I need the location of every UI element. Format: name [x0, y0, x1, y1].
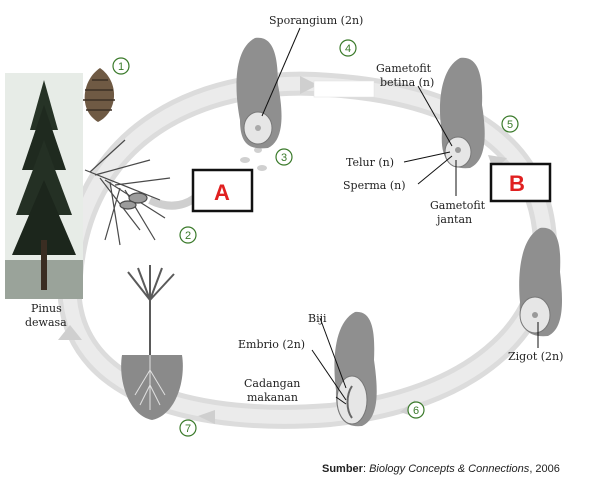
- pine-branch-icon: [84, 139, 171, 246]
- cycle-arrow-bottom-left: [198, 410, 215, 424]
- step-marker-1: 1: [112, 57, 130, 75]
- label-pinus-1: Pinus: [31, 302, 62, 315]
- step-marker-2: 2: [179, 226, 197, 244]
- label-gametofit-betina-1: Gametofit: [376, 62, 432, 75]
- source-title: Biology Concepts & Connections: [369, 463, 530, 475]
- label-zigot: Zigot (2n): [508, 350, 563, 363]
- source-credit: Sumber: Biology Concepts & Connections, …: [322, 463, 560, 475]
- svg-text:4: 4: [345, 43, 351, 55]
- step-marker-4: 4: [339, 39, 357, 57]
- seed-scale: [334, 311, 377, 427]
- svg-text:1: 1: [118, 61, 124, 73]
- label-pinus-2: dewasa: [25, 316, 67, 329]
- source-year: , 2006: [529, 463, 560, 475]
- cycle-arrow-left: [58, 325, 82, 340]
- blank-label-area: [313, 80, 375, 98]
- pine-cone-icon: [83, 68, 115, 122]
- source-prefix: Sumber: [322, 463, 363, 475]
- step-markers: 1 2 3 4 5 6 7: [112, 39, 519, 437]
- label-gametofit-jantan-2: jantan: [435, 213, 472, 226]
- cycle-arrow-top: [300, 76, 318, 94]
- step-marker-6: 6: [407, 401, 425, 419]
- step-marker-5: 5: [501, 115, 519, 133]
- step-marker-3: 3: [275, 148, 293, 166]
- svg-text:5: 5: [507, 119, 513, 131]
- svg-text:7: 7: [185, 423, 191, 435]
- label-sperma: Sperma (n): [343, 179, 406, 192]
- svg-text:2: 2: [185, 230, 191, 242]
- ovulate-scale-gametophyte: [439, 57, 485, 169]
- label-cadangan-1: Cadangan: [244, 377, 300, 390]
- label-telur: Telur (n): [346, 156, 394, 169]
- label-gametofit-jantan-1: Gametofit: [430, 199, 486, 212]
- leader-lines: [261, 27, 539, 405]
- ovulate-scale-top: [236, 37, 282, 149]
- answer-box-a: A: [191, 168, 254, 213]
- label-sporangium: Sporangium (2n): [269, 14, 363, 27]
- answer-box-b: B: [489, 162, 552, 203]
- label-biji: Biji: [308, 312, 327, 325]
- svg-text:B: B: [509, 171, 525, 196]
- step-marker-7: 7: [179, 419, 197, 437]
- svg-text:A: A: [214, 180, 230, 205]
- svg-text:6: 6: [413, 405, 419, 417]
- label-gametofit-betina-2: betina (n): [380, 76, 434, 89]
- svg-text:3: 3: [281, 152, 287, 164]
- source-sep: :: [362, 463, 370, 475]
- label-embrio: Embrio (2n): [238, 338, 305, 351]
- seedling-icon: [121, 265, 183, 420]
- label-cadangan-2: makanan: [247, 391, 298, 404]
- adult-pine-photo: [5, 73, 83, 299]
- ovulate-scale-zygote: [519, 227, 563, 337]
